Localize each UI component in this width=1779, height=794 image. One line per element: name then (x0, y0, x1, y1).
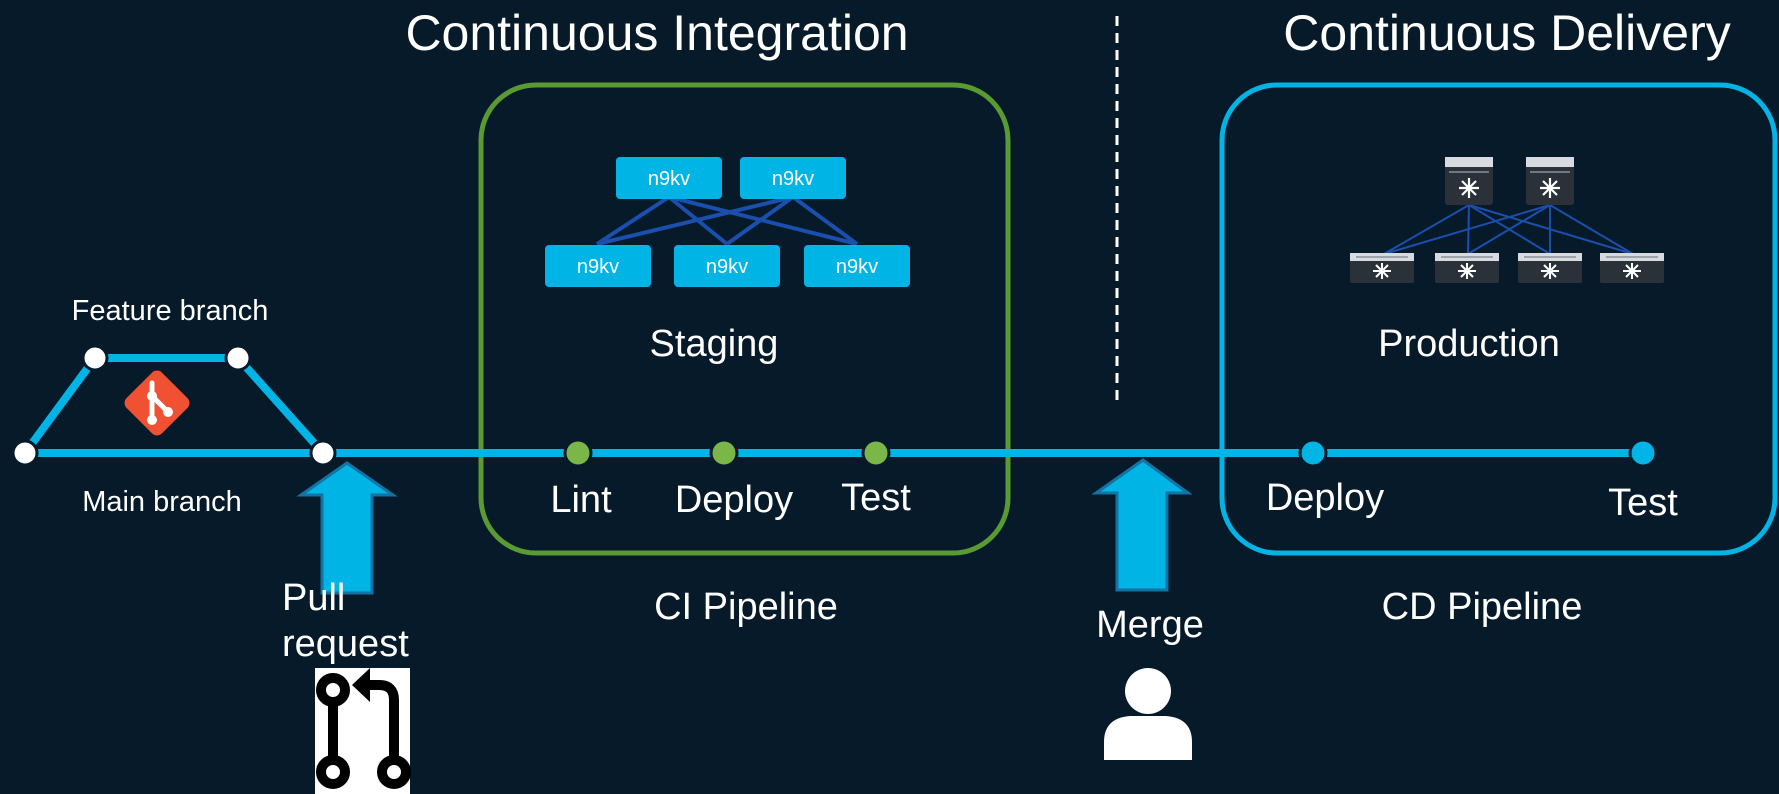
n9kv-node: n9kv (740, 157, 846, 199)
svg-text:n9kv: n9kv (706, 256, 748, 278)
staging-label: Staging (650, 323, 779, 365)
ci-step-test: Test (841, 477, 911, 519)
ci-step-dot-test (861, 438, 891, 468)
pull-request-icon (315, 668, 411, 794)
feature-branch-label: Feature branch (72, 295, 269, 327)
feature-commit-2 (224, 344, 252, 372)
main-branch-label: Main branch (82, 486, 242, 518)
svg-text:n9kv: n9kv (772, 168, 814, 190)
n9kv-node: n9kv (674, 245, 780, 287)
pull-request-label-line2: request (282, 623, 409, 665)
pull-request-arrow (296, 461, 398, 595)
network-switch-icon (1517, 252, 1583, 284)
user-icon (1104, 668, 1192, 760)
merge-arrow (1091, 458, 1193, 592)
n9kv-node: n9kv (804, 245, 910, 287)
merge-label: Merge (1096, 604, 1204, 646)
ci-box (478, 82, 1011, 556)
n9kv-node: n9kv (545, 245, 651, 287)
feature-commit-1 (81, 344, 109, 372)
ci-title: Continuous Integration (405, 5, 908, 61)
network-switch-icon (1524, 155, 1576, 207)
cd-title: Continuous Delivery (1283, 5, 1730, 61)
pull-request-label-line1: Pull (282, 577, 345, 619)
network-switch-icon (1349, 252, 1415, 284)
ci-step-dot-deploy (709, 438, 739, 468)
main-commit-start (11, 439, 39, 467)
cd-step-dot-deploy (1298, 438, 1328, 468)
ci-step-dot-lint (563, 438, 593, 468)
n9kv-node: n9kv (616, 157, 722, 199)
cd-step-deploy: Deploy (1266, 477, 1384, 519)
cd-step-test: Test (1608, 482, 1678, 524)
cd-topology-links (1383, 204, 1634, 255)
svg-text:n9kv: n9kv (836, 256, 878, 278)
cd-box (1219, 82, 1778, 556)
network-switch-icon (1434, 252, 1500, 284)
network-switch-icon (1599, 252, 1665, 284)
cd-pipeline-label: CD Pipeline (1382, 586, 1583, 628)
ci-step-lint: Lint (550, 479, 612, 521)
production-label: Production (1378, 323, 1560, 365)
svg-text:n9kv: n9kv (648, 168, 690, 190)
network-switch-icon (1443, 155, 1495, 207)
git-logo-icon (124, 370, 190, 436)
main-commit-merge (309, 439, 337, 467)
cd-step-dot-test (1628, 438, 1658, 468)
feature-branch-path (21, 354, 326, 456)
ci-step-deploy: Deploy (675, 479, 793, 521)
ci-pipeline-label: CI Pipeline (654, 586, 838, 628)
svg-text:n9kv: n9kv (577, 256, 619, 278)
ci-topology-links (595, 195, 859, 246)
